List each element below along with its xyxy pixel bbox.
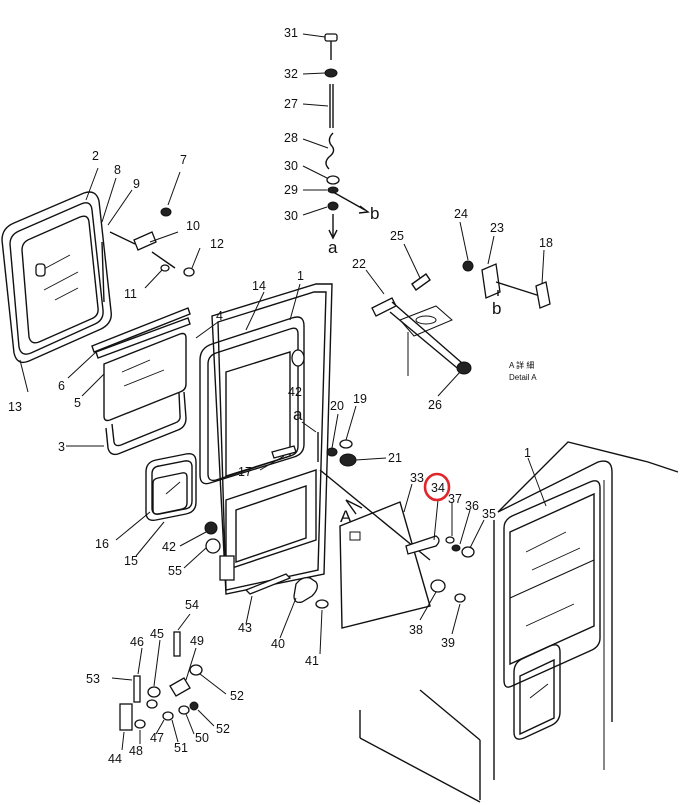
- label-29: 29: [284, 183, 298, 197]
- label-1a: 1: [297, 269, 304, 283]
- label-19: 19: [353, 392, 367, 406]
- label-52b: 52: [216, 722, 230, 736]
- hinge-assembly: [365, 221, 551, 397]
- label-13: 13: [8, 400, 22, 414]
- label-31: 31: [284, 26, 298, 40]
- label-15: 15: [124, 554, 138, 568]
- detail-subtitle: Detail A: [509, 373, 537, 382]
- label-34: 34: [431, 481, 445, 495]
- label-41: 41: [305, 654, 319, 668]
- label-50: 50: [195, 731, 209, 745]
- ref-a-top: a: [328, 238, 338, 257]
- ref-b-top: b: [370, 204, 379, 223]
- label-54: 54: [185, 598, 199, 612]
- label-39: 39: [441, 636, 455, 650]
- label-42b: 42: [162, 540, 176, 554]
- label-1b: 1: [524, 446, 531, 460]
- label-46: 46: [130, 635, 144, 649]
- label-49: 49: [190, 634, 204, 648]
- label-36: 36: [465, 499, 479, 513]
- label-55: 55: [168, 564, 182, 578]
- label-40: 40: [271, 637, 285, 651]
- detail-title: A 詳 細: [509, 360, 534, 370]
- door-assembly: [179, 283, 431, 655]
- label-9: 9: [133, 177, 140, 191]
- ref-b-right: b: [492, 299, 501, 318]
- label-35: 35: [482, 507, 496, 521]
- highlight-circle: [423, 472, 451, 502]
- lock-hardware: [111, 613, 227, 751]
- label-7: 7: [180, 153, 187, 167]
- label-24: 24: [454, 207, 468, 221]
- small-window-assembly: [115, 452, 197, 557]
- label-18: 18: [539, 236, 553, 250]
- part-labels: 31 32 27 28 30 29 30 2 8 7 9 10 12 11 24…: [8, 26, 553, 766]
- label-53: 53: [86, 672, 100, 686]
- label-30a: 30: [284, 159, 298, 173]
- label-47: 47: [150, 731, 164, 745]
- label-27: 27: [284, 97, 298, 111]
- detail-caption: A 詳 細 Detail A: [509, 360, 537, 382]
- label-51: 51: [174, 741, 188, 755]
- label-21: 21: [388, 451, 402, 465]
- label-52a: 52: [230, 689, 244, 703]
- label-42a: 42: [288, 385, 302, 399]
- label-25: 25: [390, 229, 404, 243]
- cab-body: [359, 441, 679, 803]
- label-48: 48: [129, 744, 143, 758]
- label-33: 33: [410, 471, 424, 485]
- label-45: 45: [150, 627, 164, 641]
- latch-assembly: [107, 171, 201, 289]
- label-26: 26: [428, 398, 442, 412]
- panel-assembly: [339, 483, 485, 635]
- label-23: 23: [490, 221, 504, 235]
- label-22: 22: [352, 257, 366, 271]
- label-5: 5: [74, 396, 81, 410]
- reference-letters: a b b a A: [293, 204, 501, 526]
- ref-a-door: a: [293, 405, 303, 424]
- label-44: 44: [108, 752, 122, 766]
- label-4: 4: [216, 309, 223, 323]
- fixed-glass-assembly: [66, 307, 219, 456]
- label-3: 3: [58, 440, 65, 454]
- label-12: 12: [210, 237, 224, 251]
- label-8: 8: [114, 163, 121, 177]
- rod-assembly: [302, 33, 370, 240]
- label-32: 32: [284, 67, 298, 81]
- label-38: 38: [409, 623, 423, 637]
- label-43: 43: [238, 621, 252, 635]
- label-30b: 30: [284, 209, 298, 223]
- label-2: 2: [92, 149, 99, 163]
- label-20: 20: [330, 399, 344, 413]
- label-17: 17: [238, 465, 252, 479]
- ref-view-A: A: [340, 507, 352, 526]
- label-10: 10: [186, 219, 200, 233]
- label-28: 28: [284, 131, 298, 145]
- label-14: 14: [252, 279, 266, 293]
- label-37: 37: [448, 492, 462, 506]
- side-window-assembly: [1, 167, 117, 393]
- label-16: 16: [95, 537, 109, 551]
- label-11: 11: [124, 287, 137, 301]
- label-6: 6: [58, 379, 65, 393]
